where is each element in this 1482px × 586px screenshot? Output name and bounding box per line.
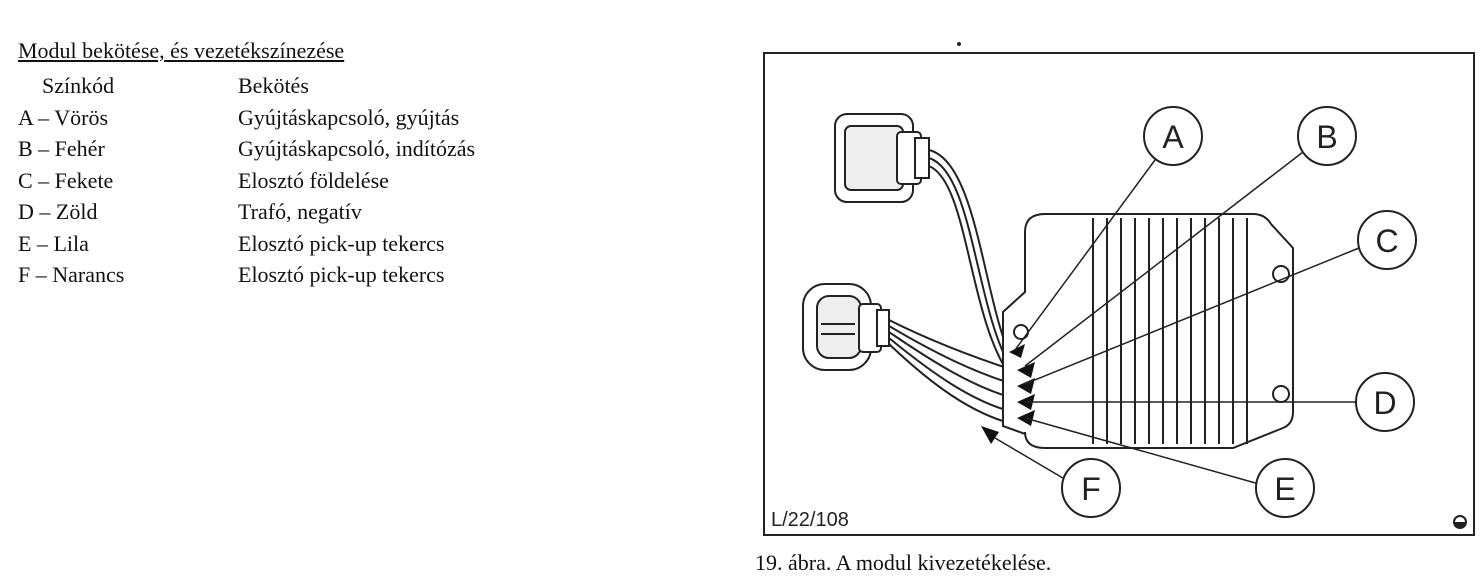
table-row: F – Narancs Elosztó pick-up tekercs bbox=[18, 259, 475, 291]
connection-cell: Trafó, negatív bbox=[238, 199, 362, 224]
connection-cell: Elosztó pick-up tekercs bbox=[238, 262, 445, 287]
connection-cell: Elosztó földelése bbox=[238, 167, 389, 193]
header-connection: Bekötés bbox=[238, 73, 309, 98]
color-code-cell: C – Fekete bbox=[18, 167, 114, 193]
table-row: A – Vörös Gyújtáskapcsoló, gyújtás bbox=[18, 102, 475, 134]
callout-label: B bbox=[1316, 119, 1337, 155]
callout-circle bbox=[1357, 210, 1417, 270]
color-code-table: Színkód Bekötés A – Vörös Gyújtáskapcsol… bbox=[18, 70, 475, 291]
leader-lines bbox=[994, 151, 1360, 485]
upper-connector bbox=[834, 113, 930, 203]
connection-cell: Gyújtáskapcsoló, indítózás bbox=[238, 136, 476, 161]
module-wiring-figure: A B C D E F L/22/108 bbox=[763, 52, 1475, 536]
speck bbox=[957, 42, 961, 46]
callouts: A B C D E F bbox=[1061, 106, 1417, 518]
table-header-row: Színkód Bekötés bbox=[18, 70, 475, 102]
color-code-cell: E – Lila bbox=[18, 230, 89, 256]
callout-circle bbox=[1297, 106, 1357, 166]
color-code-cell: B – Fehér bbox=[18, 136, 105, 161]
wire-harness bbox=[888, 149, 1014, 425]
color-code-cell: A – Vörös bbox=[18, 104, 109, 130]
section-heading: Modul bekötése, és vezetékszínezése bbox=[18, 38, 345, 63]
table-row: E – Lila Elosztó pick-up tekercs bbox=[18, 228, 475, 260]
color-code-cell: D – Zöld bbox=[18, 199, 98, 224]
callout-label: D bbox=[1373, 385, 1396, 421]
connection-cell: Elosztó pick-up tekercs bbox=[238, 230, 445, 256]
figure-caption: 19. ábra. A modul kivezetékelése. bbox=[755, 550, 1052, 575]
callout-label: E bbox=[1274, 471, 1295, 507]
callout-circle bbox=[1255, 458, 1315, 518]
callout-circle bbox=[1355, 372, 1415, 432]
table-row: C – Fekete Elosztó földelése bbox=[18, 165, 475, 197]
header-color-code: Színkód bbox=[42, 73, 115, 98]
ignition-module bbox=[1002, 213, 1294, 449]
corner-mark bbox=[1453, 515, 1467, 529]
callout-label: A bbox=[1162, 119, 1184, 155]
callout-label: F bbox=[1081, 471, 1101, 507]
table-row: D – Zöld Trafó, negatív bbox=[18, 196, 475, 228]
color-code-cell: F – Narancs bbox=[18, 262, 125, 287]
callout-circle bbox=[1143, 106, 1203, 166]
figure-code: L/22/108 bbox=[771, 509, 849, 531]
lower-connector bbox=[802, 283, 890, 371]
callout-label: C bbox=[1375, 223, 1398, 259]
callout-circle bbox=[1061, 458, 1121, 518]
table-row: B – Fehér Gyújtáskapcsoló, indítózás bbox=[18, 133, 475, 165]
connection-cell: Gyújtáskapcsoló, gyújtás bbox=[238, 104, 460, 130]
